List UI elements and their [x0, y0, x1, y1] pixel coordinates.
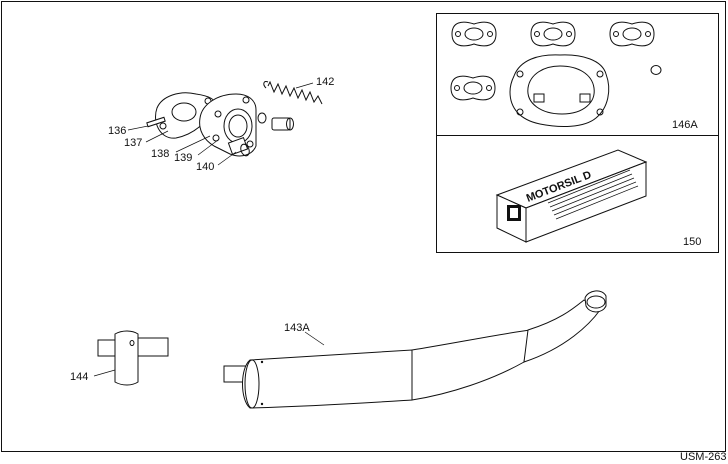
package-print-lines: [547, 169, 639, 220]
flange-gasket-137: [155, 92, 215, 139]
label-150: 150: [683, 236, 701, 248]
label-144: 144: [70, 371, 88, 383]
o-ring: [650, 65, 662, 75]
stud-136: [146, 116, 166, 128]
label-142: 142: [316, 76, 334, 88]
silencer-body: [242, 349, 413, 409]
sealant-panel-frame: [436, 135, 719, 253]
silencer-cone: [411, 329, 531, 401]
label-143a: 143A: [284, 322, 310, 334]
sleeve-140: [227, 136, 250, 157]
label-139: 139: [174, 152, 192, 164]
package-logo: [507, 205, 521, 221]
cylinder-base-gasket: [509, 54, 610, 127]
label-146a: 146A: [672, 119, 698, 131]
gasket-set-146a: 146A: [450, 21, 698, 131]
gasket-3: [609, 21, 655, 47]
leader-lines: [127, 82, 314, 166]
sealant-package-150: MOTORSIL D 150: [495, 149, 701, 248]
figure-id: USM-263: [680, 451, 726, 463]
gasket-4: [450, 75, 496, 101]
coupling-144: 144: [70, 330, 169, 386]
outer-frame: [1, 1, 726, 452]
washer: [257, 112, 267, 124]
silencer-143a: 143A: [223, 290, 607, 409]
header-flange: [584, 290, 607, 313]
label-137: 137: [124, 137, 142, 149]
gasket-2: [530, 21, 576, 47]
gasket-1: [451, 21, 497, 47]
label-140: 140: [196, 161, 214, 173]
label-136: 136: [108, 125, 126, 137]
manifold-assembly: 136 137 138 139 140 142: [108, 76, 334, 173]
bushing: [271, 117, 294, 131]
label-138: 138: [151, 148, 169, 160]
spring-142: [263, 80, 323, 105]
